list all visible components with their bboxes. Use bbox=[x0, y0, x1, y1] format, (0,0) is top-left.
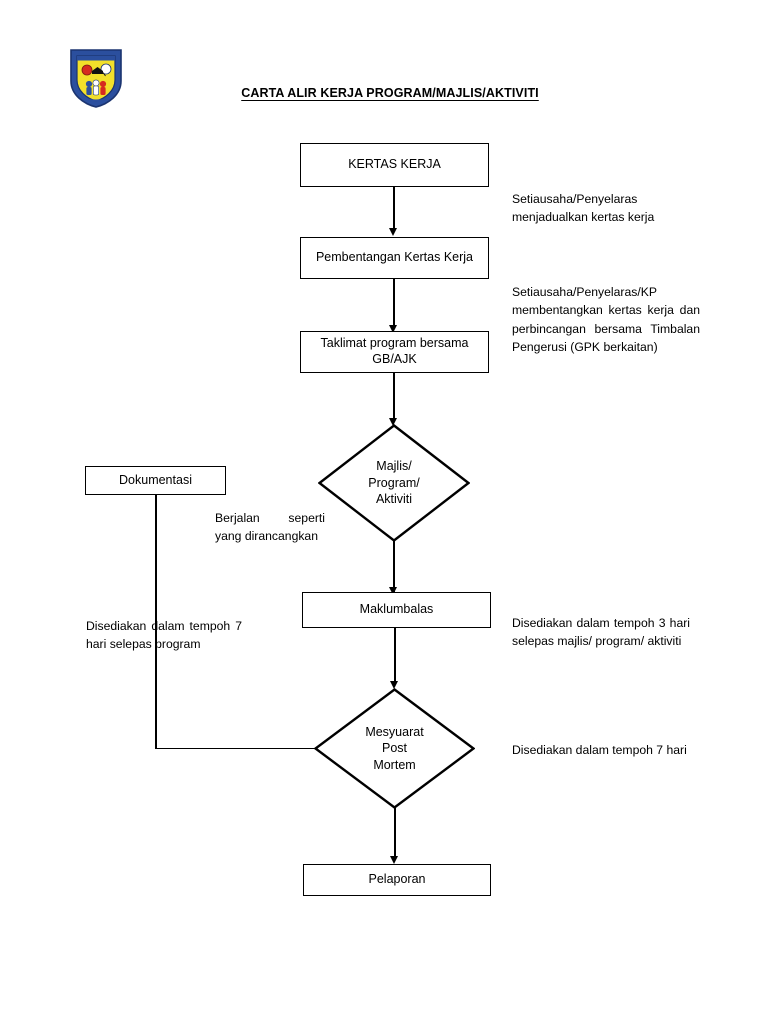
node-maklumbalas: Maklumbalas bbox=[302, 592, 491, 628]
annotation-berjalan-seperti-dirancangkan: Berjalan seperti yang dirancangkan bbox=[215, 511, 325, 544]
decision-label: Mesyuarat Post Mortem bbox=[365, 724, 424, 772]
decision-majlis-program-aktiviti: Majlis/ Program/ Aktiviti bbox=[318, 424, 470, 542]
connector-mesyuarat-to-pelaporan bbox=[394, 808, 396, 860]
arrowhead-mesyuarat-to-pelaporan bbox=[390, 856, 398, 864]
node-label: Pembentangan Kertas Kerja bbox=[315, 250, 474, 265]
annotation-setiausaha-menjadualkan: Setiausaha/Penyelaras menjadualkan kerta… bbox=[512, 192, 655, 225]
node-pelaporan: Pelaporan bbox=[303, 864, 491, 896]
connector-pembentangan-to-taklimat bbox=[393, 279, 395, 327]
node-label: Pelaporan bbox=[368, 872, 426, 887]
arrowhead-pembentangan-to-taklimat bbox=[389, 325, 397, 333]
decision-mesyuarat-post-mortem: Mesyuarat Post Mortem bbox=[314, 688, 475, 809]
connector-majlis-to-maklumbalas bbox=[393, 541, 395, 592]
connector-maklumbalas-to-mesyuarat bbox=[394, 628, 396, 684]
decision-label: Majlis/ Program/ Aktiviti bbox=[368, 459, 420, 507]
connector-dokumentasi-horizontal bbox=[155, 747, 315, 750]
node-label: Maklumbalas bbox=[359, 602, 434, 617]
arrowhead-taklimat-to-majlis bbox=[389, 418, 397, 426]
diamond-shape bbox=[314, 688, 475, 809]
connector-dokumentasi-vertical bbox=[155, 495, 157, 749]
node-taklimat-program: Taklimat program bersama GB/AJK bbox=[300, 331, 489, 373]
node-pembentangan-kertas-kerja: Pembentangan Kertas Kerja bbox=[300, 237, 489, 279]
connector-kertas-to-pembentangan bbox=[393, 187, 395, 230]
annotation-disediakan-3-hari: Disediakan dalam tempoh 3 hari selepas m… bbox=[512, 616, 690, 649]
annotation-setiausaha-membentangkan: Setiausaha/Penyelaras/KP membentangkan k… bbox=[512, 285, 700, 354]
connector-taklimat-to-majlis bbox=[393, 373, 395, 421]
arrowhead-kertas-to-pembentangan bbox=[389, 228, 397, 236]
node-dokumentasi: Dokumentasi bbox=[85, 466, 226, 495]
arrowhead-majlis-to-maklumbalas bbox=[389, 587, 397, 595]
page-title: CARTA ALIR KERJA PROGRAM/MAJLIS/AKTIVITI bbox=[241, 86, 539, 100]
node-label: KERTAS KERJA bbox=[348, 157, 441, 172]
node-label: Dokumentasi bbox=[119, 472, 192, 487]
node-label: Taklimat program bersama GB/AJK bbox=[320, 336, 469, 366]
school-crest-logo bbox=[68, 47, 124, 109]
node-kertas-kerja: KERTAS KERJA bbox=[300, 143, 489, 187]
annotation-disediakan-7-hari-selepas-program: Disediakan dalam tempoh 7 hari selepas p… bbox=[86, 619, 242, 652]
annotation-disediakan-7-hari: Disediakan dalam tempoh 7 hari bbox=[512, 743, 687, 757]
diamond-shape bbox=[318, 424, 470, 542]
arrowhead-maklumbalas-to-mesyuarat bbox=[390, 681, 398, 689]
